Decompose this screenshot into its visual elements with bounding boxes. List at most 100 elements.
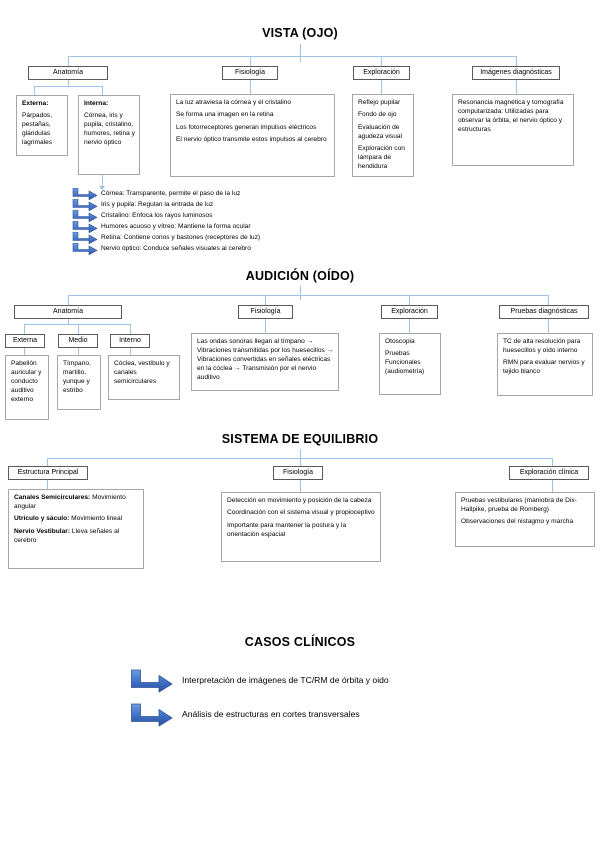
line: Importante para mantener la postura y la… bbox=[227, 521, 347, 538]
bent-arrow-icon bbox=[72, 221, 98, 233]
connector-aud-fis-drop bbox=[265, 319, 266, 333]
rich-bold: Utrículo y sáculo: bbox=[14, 515, 70, 523]
connector-eq-bus bbox=[47, 458, 552, 459]
connector-eq-fis-drop bbox=[300, 480, 301, 492]
arrow-item-label: Córnea: Transparente, permite el paso de… bbox=[101, 190, 241, 198]
arrow-item-vista-1[interactable]: Iris y pupila: Regulan la entrada de luz bbox=[72, 199, 213, 211]
header-aud-anatomia[interactable]: Anatomía bbox=[14, 305, 122, 319]
line: Pabellón auricular y conducto auditivo e… bbox=[11, 360, 42, 403]
arrow-item-vista-0[interactable]: Córnea: Transparente, permite el paso de… bbox=[72, 188, 240, 200]
connector-eq-est-drop bbox=[47, 480, 48, 489]
connector-vista-fis-drop bbox=[250, 80, 251, 94]
line: Otoscopia bbox=[385, 338, 415, 345]
line: Observaciones del nistagmo y marcha bbox=[461, 518, 574, 526]
header-vista-fisiologia[interactable]: Fisiología bbox=[222, 66, 278, 80]
connector-aud-ext-drop bbox=[24, 348, 25, 355]
arrow-item-vista-5[interactable]: Nervio óptico: Conduce señales visuales … bbox=[72, 243, 251, 255]
arrow-item-vista-4[interactable]: Retina: Contiene conos y bastones (recep… bbox=[72, 232, 260, 244]
connector-vista-exp-drop bbox=[381, 80, 382, 94]
header-vista-exploracion[interactable]: Exploración bbox=[353, 66, 410, 80]
header-vista-anatomia[interactable]: Anatomía bbox=[28, 66, 108, 80]
connector-vista-bus bbox=[68, 56, 516, 57]
box-vista-imagenes[interactable]: Resonancia magnética y tomografía comput… bbox=[452, 94, 574, 166]
box-vista-externa-body: Párpados, pestañas, glándulas lagrimales bbox=[22, 112, 53, 147]
connector-aud-drop-4 bbox=[548, 295, 549, 305]
header-aud-fisiologia[interactable]: Fisiología bbox=[238, 305, 293, 319]
header-label: Interno bbox=[119, 336, 141, 344]
connector-vista-anat-stem bbox=[68, 80, 69, 86]
rich-bold: Nervio Vestibular: bbox=[14, 527, 71, 535]
line: Cóclea, vestíbulo y canales semicircular… bbox=[114, 360, 170, 385]
section-title-casos: CASOS CLÍNICOS bbox=[244, 635, 356, 649]
connector-aud-anat-bus bbox=[24, 324, 130, 325]
arrow-item-vista-3[interactable]: Humores acuoso y vítreo: Mantiene la for… bbox=[72, 221, 251, 233]
box-aud-externa[interactable]: Pabellón auricular y conducto auditivo e… bbox=[5, 355, 49, 420]
bent-arrow-icon bbox=[131, 703, 173, 727]
connector-vista-drop-2 bbox=[250, 56, 251, 66]
arrow-item-casos-0[interactable]: Interpretación de imágenes de TC/RM de ó… bbox=[130, 669, 389, 693]
connector-aud-bus bbox=[68, 295, 548, 296]
connector-aud-drop-2 bbox=[265, 295, 266, 305]
header-aud-exploracion[interactable]: Exploración bbox=[381, 305, 438, 319]
header-aud-medio[interactable]: Medio bbox=[58, 334, 98, 348]
header-label: Exploración bbox=[391, 307, 428, 315]
arrow-item-label: Retina: Contiene conos y bastones (recep… bbox=[101, 234, 261, 242]
header-aud-externa[interactable]: Externa bbox=[5, 334, 45, 348]
box-aud-pruebas[interactable]: TC de alta resolución para huesecillos y… bbox=[497, 333, 593, 396]
line: Fondo de ojo bbox=[358, 111, 397, 119]
header-label: Pruebas diagnósticas bbox=[510, 307, 578, 315]
header-label: Fisiología bbox=[235, 68, 265, 76]
box-eq-estructura[interactable]: Canales Semicirculares: Movimiento angul… bbox=[8, 489, 144, 569]
bent-arrow-icon bbox=[72, 232, 98, 244]
bent-arrow-icon bbox=[72, 199, 98, 211]
header-label: Externa bbox=[12, 336, 38, 344]
box-vista-externa[interactable]: Externa: Párpados, pestañas, glándulas l… bbox=[16, 95, 68, 156]
bent-arrow-icon bbox=[72, 243, 98, 255]
line: Las ondas sonoras llegan al tímpano → Vi… bbox=[197, 338, 334, 381]
header-label: Estructura Principal bbox=[17, 468, 79, 476]
rich-bold: Canales Semicirculares: bbox=[14, 494, 91, 501]
connector-vista-drop-3 bbox=[381, 56, 382, 66]
box-aud-fisiologia[interactable]: Las ondas sonoras llegan al tímpano → Vi… bbox=[191, 333, 339, 391]
box-eq-exploracion[interactable]: Pruebas vestibulares (maniobra de Dix-Ha… bbox=[455, 492, 595, 547]
box-aud-interno[interactable]: Cóclea, vestíbulo y canales semicircular… bbox=[108, 355, 180, 400]
rich-text: Movimiento lineal bbox=[69, 515, 123, 523]
line: RMN para evaluar nervios y tejido blanco bbox=[503, 359, 585, 376]
arrow-item-vista-2[interactable]: Cristalino: Enfoca los rayos luminosos bbox=[72, 210, 212, 222]
bent-arrow-icon bbox=[131, 669, 173, 693]
header-label: Imágenes diagnósticas bbox=[480, 68, 552, 76]
arrow-item-label: Humores acuoso y vítreo: Mantiene la for… bbox=[101, 223, 251, 231]
box-eq-fisiologia[interactable]: Detección en movimiento y posición de la… bbox=[221, 492, 381, 562]
connector-vista-drop-1 bbox=[68, 56, 69, 66]
box-vista-interna[interactable]: Interna: Córnea, iris y pupila, cristali… bbox=[78, 95, 140, 175]
box-aud-medio[interactable]: Tímpano, martillo, yunque y estribo bbox=[57, 355, 101, 410]
line: Tímpano, martillo, yunque y estribo bbox=[63, 360, 91, 394]
header-vista-imagenes[interactable]: Imágenes diagnósticas bbox=[472, 66, 560, 80]
header-eq-fisiologia[interactable]: Fisiología bbox=[273, 466, 323, 480]
line: Los fotorreceptores generan impulsos elé… bbox=[176, 123, 317, 131]
connector-vista-interna-to-list bbox=[102, 175, 103, 187]
connector-aud-drop-3 bbox=[409, 295, 410, 305]
arrow-item-label: Análisis de estructuras en cortes transv… bbox=[182, 709, 360, 720]
arrow-item-label: Cristalino: Enfoca los rayos luminosos bbox=[101, 212, 213, 220]
header-label: Fisiología bbox=[250, 307, 281, 315]
line: Resonancia magnética y tomografía comput… bbox=[458, 99, 564, 133]
header-label: Exploración bbox=[363, 68, 400, 76]
connector-aud-exp-drop bbox=[409, 319, 410, 333]
header-aud-interno[interactable]: Interno bbox=[110, 334, 150, 348]
header-eq-estructura[interactable]: Estructura Principal bbox=[8, 466, 88, 480]
arrow-item-label: Interpretación de imágenes de TC/RM de ó… bbox=[182, 675, 389, 686]
connector-aud-anat-drop-3 bbox=[130, 324, 131, 334]
connector-aud-trunk bbox=[300, 286, 301, 300]
section-title-audicion: AUDICIÓN (OÍDO) bbox=[245, 269, 355, 283]
line: Se forma una imagen en la retina bbox=[176, 111, 274, 119]
line: Exploración con lámpara de hendidura bbox=[358, 145, 405, 170]
header-aud-pruebas[interactable]: Pruebas diagnósticas bbox=[499, 305, 589, 319]
box-vista-exploracion[interactable]: Reflejo pupilar Fondo de ojo Evaluación … bbox=[352, 94, 414, 177]
connector-aud-int-drop bbox=[130, 348, 131, 355]
arrow-item-casos-1[interactable]: Análisis de estructuras en cortes transv… bbox=[130, 703, 360, 727]
box-vista-fisiologia[interactable]: La luz atraviesa la córnea y el cristali… bbox=[170, 94, 335, 177]
box-aud-exploracion[interactable]: Otoscopia Pruebas Funcionales (audiometr… bbox=[379, 333, 441, 395]
header-eq-exploracion[interactable]: Exploración clínica bbox=[509, 466, 589, 480]
